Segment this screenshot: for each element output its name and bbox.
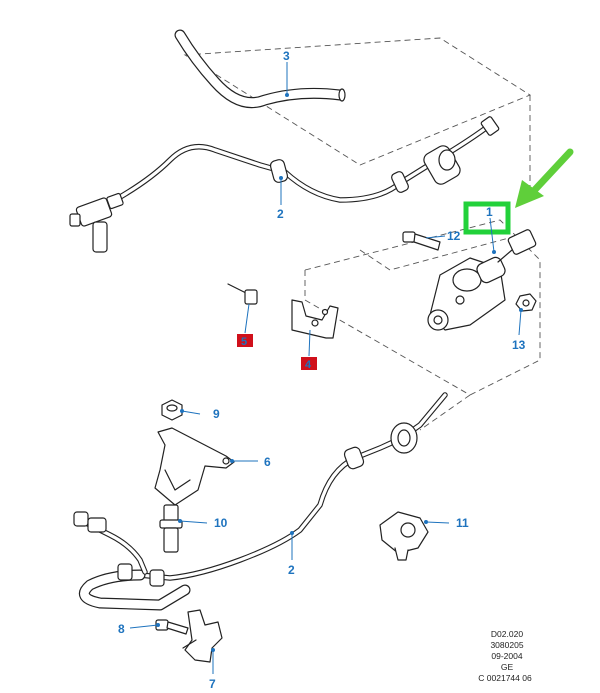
leader-lines xyxy=(129,62,523,674)
callout-1[interactable]: 1 xyxy=(486,205,493,219)
marker-4 xyxy=(301,357,317,370)
callout-8[interactable]: 8 xyxy=(118,622,125,636)
exploded-view-frame-lower xyxy=(304,219,541,431)
part-2-lower-pipe[interactable] xyxy=(73,392,448,611)
callout-12[interactable]: 12 xyxy=(447,229,461,243)
part-5-pin[interactable] xyxy=(227,283,258,305)
green-arrow-icon xyxy=(515,148,574,208)
part-2-upper-pipe[interactable] xyxy=(69,116,500,253)
callout-4[interactable]: 4 xyxy=(305,359,312,371)
reference-block: D02.020 3080205 09-2004 GE C 0021744 06 xyxy=(478,629,532,683)
callout-13[interactable]: 13 xyxy=(512,338,526,352)
part-9-nut[interactable] xyxy=(161,399,183,421)
exploded-view-frame-upper xyxy=(183,37,531,190)
callout-7[interactable]: 7 xyxy=(209,677,216,691)
reference-code: D02.020 xyxy=(491,629,523,639)
reference-id: C 0021744 06 xyxy=(478,673,532,683)
callout-6[interactable]: 6 xyxy=(264,455,271,469)
part-3-hose[interactable] xyxy=(174,29,346,109)
callout-2-upper[interactable]: 2 xyxy=(277,207,284,221)
marker-5 xyxy=(237,334,253,347)
callout-11[interactable]: 11 xyxy=(456,516,469,530)
part-12-bolt[interactable] xyxy=(402,231,441,251)
callout-5[interactable]: 5 xyxy=(241,336,247,348)
part-6-bracket[interactable] xyxy=(154,427,235,506)
part-13-nut[interactable] xyxy=(515,293,537,312)
part-1-master-cylinder[interactable] xyxy=(427,229,537,331)
part-8-bolt[interactable] xyxy=(155,619,189,635)
callout-2-lower[interactable]: 2 xyxy=(288,563,295,577)
callout-3[interactable]: 3 xyxy=(283,49,290,63)
part-11-clip[interactable] xyxy=(379,511,429,561)
reference-region: GE xyxy=(501,662,514,672)
reference-date: 09-2004 xyxy=(491,651,522,661)
part-10-stud[interactable] xyxy=(159,504,183,553)
callout-9[interactable]: 9 xyxy=(213,407,220,421)
part-4-bracket[interactable] xyxy=(291,299,339,339)
callout-10[interactable]: 10 xyxy=(214,516,228,530)
highlight-box xyxy=(463,201,511,235)
reference-number: 3080205 xyxy=(490,640,523,650)
part-7-bracket[interactable] xyxy=(182,609,223,663)
